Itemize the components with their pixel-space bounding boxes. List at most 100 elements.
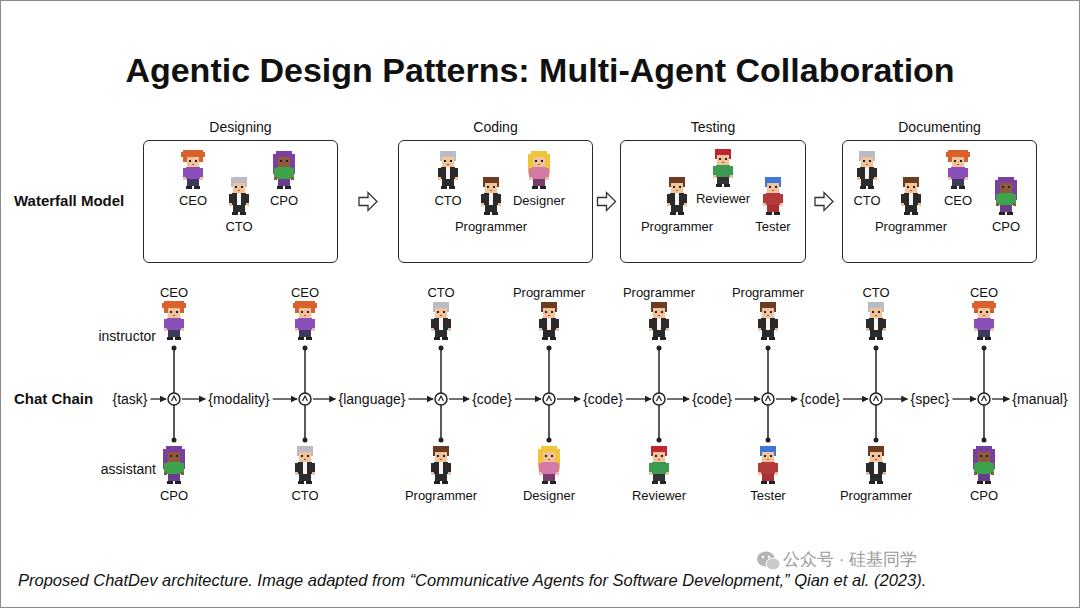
pixel bbox=[167, 318, 181, 330]
pixel bbox=[875, 459, 877, 460]
pixel bbox=[431, 319, 434, 328]
pixel bbox=[541, 302, 557, 308]
agent-sprite bbox=[433, 150, 463, 192]
pixel bbox=[861, 179, 873, 186]
pixel bbox=[485, 205, 497, 212]
agent-name: CTO bbox=[434, 193, 461, 208]
pixel bbox=[868, 306, 870, 312]
phase-box: TestingReviewerProgrammerTester bbox=[620, 140, 806, 263]
pixel bbox=[291, 177, 294, 180]
pixel bbox=[872, 455, 874, 457]
pixel bbox=[532, 186, 538, 189]
link-dot bbox=[874, 346, 879, 351]
pixel bbox=[276, 155, 278, 161]
agent-figure: Programmer bbox=[841, 444, 911, 503]
pixel bbox=[866, 319, 869, 328]
junction-loop bbox=[982, 396, 987, 401]
pixel bbox=[903, 177, 919, 183]
pixel bbox=[541, 306, 543, 312]
agent-name: CEO bbox=[160, 285, 188, 300]
pixel bbox=[440, 151, 456, 157]
pixel bbox=[449, 186, 455, 189]
pixel bbox=[306, 481, 312, 484]
pixel bbox=[857, 168, 860, 177]
pixel bbox=[874, 168, 877, 177]
pixel bbox=[760, 302, 776, 308]
chain-arrow bbox=[735, 398, 760, 399]
pixel bbox=[290, 155, 292, 161]
pixel bbox=[538, 164, 540, 165]
pixel bbox=[912, 212, 918, 215]
agent-name: Programmer bbox=[455, 219, 527, 234]
pixel bbox=[905, 182, 917, 193]
agent-name: CEO bbox=[179, 193, 207, 208]
pixel bbox=[298, 481, 304, 484]
pixel bbox=[304, 459, 306, 460]
pixel bbox=[870, 451, 882, 462]
pixel bbox=[774, 450, 776, 456]
pixel bbox=[435, 307, 447, 318]
pixel bbox=[240, 212, 246, 215]
caption: Proposed ChatDev architecture. Image ada… bbox=[18, 570, 926, 590]
pixel bbox=[312, 463, 315, 472]
pixel bbox=[760, 450, 762, 456]
pixel bbox=[1012, 181, 1014, 187]
agent-figure: CTO bbox=[270, 444, 340, 503]
pixel bbox=[202, 152, 205, 157]
pixel bbox=[164, 328, 167, 331]
agent-figure: Reviewer bbox=[624, 444, 694, 503]
pixel bbox=[653, 474, 665, 481]
junction-symbol bbox=[870, 393, 882, 405]
pixel bbox=[761, 318, 775, 330]
agent-sprite bbox=[662, 176, 692, 218]
pixel bbox=[164, 463, 167, 472]
pixel bbox=[865, 167, 869, 179]
pixel bbox=[999, 193, 1013, 205]
pixel bbox=[869, 481, 875, 484]
pixel bbox=[434, 481, 440, 484]
agent-name: Programmer bbox=[875, 219, 947, 234]
pixel bbox=[492, 212, 498, 215]
pixel bbox=[167, 337, 173, 340]
pixel bbox=[669, 177, 685, 183]
pixel bbox=[978, 451, 990, 462]
agent-name: CTO bbox=[853, 193, 880, 208]
junction-loop bbox=[547, 396, 552, 401]
pixel bbox=[232, 212, 238, 215]
pixel bbox=[765, 177, 781, 183]
pixel bbox=[241, 186, 243, 188]
pixel bbox=[455, 177, 458, 180]
agent-sprite bbox=[991, 176, 1021, 218]
pixel bbox=[974, 472, 977, 475]
pixel bbox=[438, 177, 441, 180]
agent-figure: Programmer bbox=[514, 285, 584, 344]
pixel bbox=[164, 472, 167, 475]
pixel bbox=[666, 472, 669, 475]
agent-sprite bbox=[896, 176, 926, 218]
agent-figure: CTO bbox=[841, 285, 911, 344]
pixel bbox=[767, 315, 769, 316]
role-label: instructor bbox=[98, 327, 156, 345]
pixel bbox=[535, 160, 537, 162]
pixel bbox=[529, 168, 532, 177]
pixel bbox=[948, 177, 951, 180]
pixel bbox=[314, 303, 317, 308]
agent-name: CTO bbox=[427, 285, 454, 300]
pixel bbox=[665, 450, 667, 456]
agent-name: Tester bbox=[755, 219, 790, 234]
pixel bbox=[991, 463, 994, 472]
pixel bbox=[874, 462, 878, 474]
junction-symbol bbox=[435, 393, 447, 405]
pixel bbox=[683, 181, 685, 187]
pixel bbox=[176, 455, 178, 457]
pixel bbox=[764, 311, 766, 313]
pixel bbox=[1013, 194, 1016, 203]
pixel bbox=[312, 472, 315, 475]
pixel bbox=[498, 194, 501, 203]
agent-figure: CEO bbox=[923, 149, 993, 208]
pixel bbox=[764, 455, 766, 457]
pixel bbox=[433, 450, 435, 456]
pixel bbox=[666, 319, 669, 328]
chain-token: {code} bbox=[692, 390, 732, 408]
